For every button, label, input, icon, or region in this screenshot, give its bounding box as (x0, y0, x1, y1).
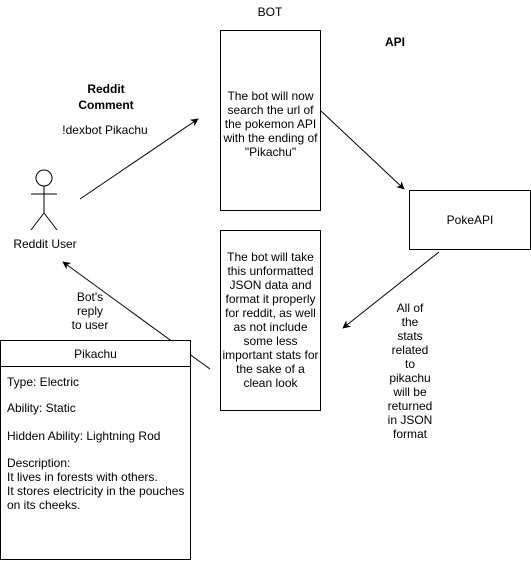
bot-format-line: the sake of a (236, 362, 305, 376)
bot-format-line: this unformatted (227, 264, 314, 278)
json-returned-line: related (391, 343, 429, 357)
reddit-user-label: Reddit User (13, 237, 77, 251)
json-returned-line: the (401, 315, 419, 329)
api-heading: API (384, 35, 405, 49)
pokemon-ability: Ability: Static (7, 401, 76, 415)
command-text: !dexbot Pikachu (62, 123, 148, 137)
bot-format-line: as not include (233, 320, 308, 334)
json-returned-line: in JSON (387, 413, 433, 427)
arrow-user-to-bot (79, 118, 199, 200)
bot-heading: BOT (257, 5, 283, 19)
json-returned-line: will be (393, 385, 427, 399)
bot-reply-line2: reply (76, 304, 103, 318)
bot-format-box: The bot will take this unformatted JSON … (220, 230, 321, 411)
reddit-comment-title-line1: Reddit (87, 82, 125, 96)
pokemon-description-line: It stores electricity in the pouches (7, 484, 185, 498)
pokeapi-label: PokeAPI (446, 213, 494, 227)
bot-reply-line1: Bot's (76, 290, 104, 304)
arrow-bot-to-pokeapi (320, 110, 405, 190)
pokemon-description-line: on its cheeks. (7, 498, 81, 512)
bot-format-line: some less (243, 334, 298, 348)
json-returned-line: returned (387, 399, 433, 413)
pokemon-description-line: It lives in forests with others. (7, 470, 158, 484)
bot-search-text: The bot will now search the url of the p… (221, 89, 320, 159)
bot-format-line: important stats for (222, 348, 319, 362)
bot-search-line: search the url of (227, 103, 314, 117)
reddit-user-actor-icon (30, 169, 58, 231)
json-returned-line: stats (397, 329, 423, 343)
json-returned-line: to (404, 357, 415, 371)
json-returned-line: format (392, 427, 427, 441)
pokemon-card-divider (1, 366, 190, 367)
reddit-comment-title: Reddit Comment (66, 82, 146, 112)
pokeapi-box: PokeAPI (409, 190, 531, 250)
bot-format-line: format it properly (225, 292, 316, 306)
bot-reply-label: Bot's reply to user (62, 290, 118, 332)
pokemon-description-label: Description: (7, 456, 71, 470)
pokemon-type: Type: Electric (7, 375, 80, 389)
arrow-pokeapi-to-bot-format (342, 251, 440, 329)
bot-search-line: "Pikachu" (244, 145, 297, 159)
json-returned-line: pikachu (389, 371, 431, 385)
bot-search-line: The bot will now (227, 89, 314, 103)
bot-format-line: for reddit, as well (225, 306, 316, 320)
bot-format-line: JSON data and (229, 278, 312, 292)
bot-format-line: The bot will take (227, 250, 314, 264)
pokemon-card: Pikachu Type: Electric Ability: Static H… (0, 340, 191, 560)
pokemon-hidden-ability: Hidden Ability: Lightning Rod (7, 429, 161, 443)
bot-reply-line3: to user (71, 318, 109, 332)
json-returned-label: All of the stats related to pikachu will… (375, 301, 445, 441)
pokemon-card-title: Pikachu (74, 347, 117, 361)
bot-format-line: clean look (243, 376, 298, 390)
json-returned-line: All of (396, 301, 424, 315)
bot-search-line: with the ending of (223, 131, 318, 145)
bot-search-line: the pokemon API (224, 117, 317, 131)
bot-format-text: The bot will take this unformatted JSON … (221, 250, 320, 390)
reddit-comment-title-line2: Comment (78, 98, 134, 112)
bot-search-box: The bot will now search the url of the p… (220, 30, 321, 211)
